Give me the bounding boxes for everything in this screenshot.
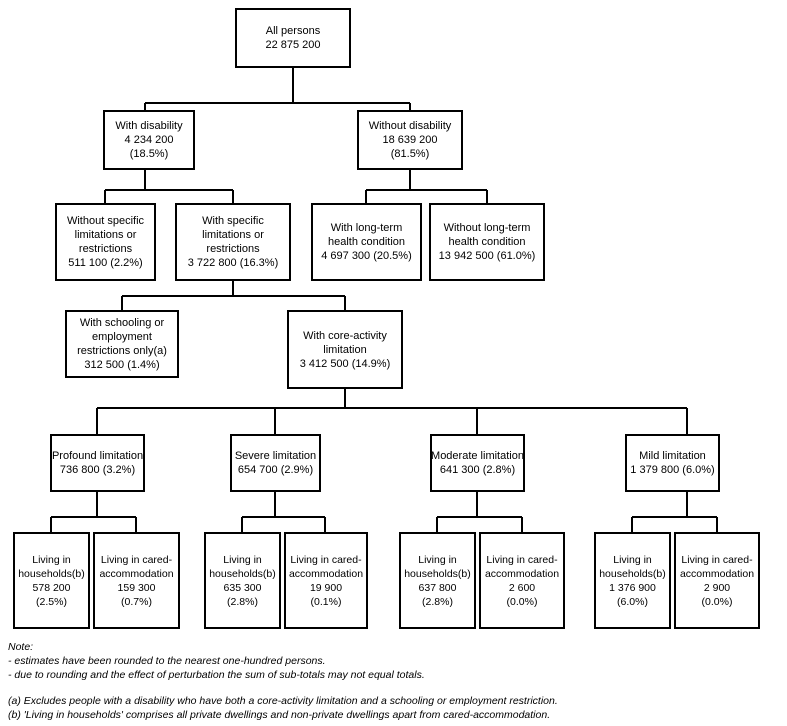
notes-line-2: - due to rounding and the effect of pert… (8, 669, 425, 681)
node-schooling-line1: With schooling or (79, 317, 165, 329)
node-without-disability-label: Without disability (368, 120, 452, 132)
node-profound-value: 736 800 (3.2%) (59, 464, 136, 476)
leaf-count: 637 800 (418, 581, 457, 594)
leaf-line1: Living in (613, 553, 652, 566)
footnote-a: (a) Excludes people with a disability wh… (8, 695, 558, 707)
footnotes-block: (a) Excludes people with a disability wh… (8, 694, 558, 722)
node-with-specific-line1: With specific (202, 215, 264, 227)
leaf-line2: accommodation (484, 567, 560, 580)
leaf-profound-households[interactable]: Living in households(b) 578 200 (2.5%) (13, 532, 90, 629)
node-severe-label: Severe limitation (234, 450, 317, 462)
leaf-percent: (2.8%) (227, 595, 258, 608)
node-without-specific-value: 511 100 (2.2%) (68, 257, 143, 269)
node-without-longterm-value: 13 942 500 (61.0%) (438, 250, 536, 262)
leaf-line1: Living in cared- (100, 553, 173, 566)
leaf-count: 1 376 900 (609, 581, 656, 594)
leaf-line1: Living in cared- (486, 553, 558, 566)
node-with-longterm-value: 4 697 300 (20.5%) (321, 250, 412, 262)
footnote-b: (b) 'Living in households' comprises all… (8, 709, 551, 721)
leaf-percent: (2.8%) (422, 595, 453, 608)
node-schooling-value: 312 500 (1.4%) (84, 359, 160, 371)
leaf-percent: (0.0%) (506, 595, 538, 608)
leaf-count: 159 300 (117, 581, 156, 594)
leaf-percent: (0.7%) (121, 595, 152, 608)
leaf-percent: (2.5%) (36, 595, 67, 608)
node-moderate-value: 641 300 (2.8%) (439, 464, 516, 476)
node-mild-label: Mild limitation (639, 450, 706, 462)
node-coreactivity-value: 3 412 500 (14.9%) (299, 357, 391, 370)
node-moderate-label: Moderate limitation (431, 450, 524, 462)
leaf-moderate-households[interactable]: Living in households(b) 637 800 (2.8%) (399, 532, 476, 629)
node-without-longterm-line2: health condition (448, 236, 526, 248)
node-core-activity-limitation[interactable]: With core-activity limitation 3 412 500 … (287, 310, 403, 389)
leaf-line1: Living in (418, 553, 457, 566)
leaf-moderate-cared-accommodation[interactable]: Living in cared- accommodation 2 600 (0.… (479, 532, 565, 629)
node-without-disability-count: 18 639 200 (382, 134, 438, 146)
leaf-count: 635 300 (223, 581, 262, 594)
node-without-disability-percent: (81.5%) (390, 148, 430, 160)
leaf-line2: accommodation (99, 567, 174, 580)
leaf-line2: accommodation (288, 567, 364, 580)
leaf-mild-cared-accommodation[interactable]: Living in cared- accommodation 2 900 (0.… (674, 532, 760, 629)
leaf-line2: households(b) (404, 567, 471, 580)
leaf-severe-households[interactable]: Living in households(b) 635 300 (2.8%) (204, 532, 281, 629)
node-profound-label: Profound limitation (51, 450, 144, 462)
node-severe-value: 654 700 (2.9%) (237, 464, 314, 476)
leaf-line2: accommodation (679, 567, 755, 580)
node-without-specific-line2: limitations or (74, 229, 137, 241)
node-with-disability-count: 4 234 200 (124, 134, 174, 146)
leaf-line1: Living in (32, 553, 71, 566)
node-mild-limitation[interactable]: Mild limitation 1 379 800 (6.0%) (625, 434, 720, 492)
node-without-long-term-condition[interactable]: Without long-term health condition 13 94… (429, 203, 545, 281)
node-schooling-line2: employment (92, 331, 152, 343)
leaf-mild-households[interactable]: Living in households(b) 1 376 900 (6.0%) (594, 532, 671, 629)
node-with-disability[interactable]: With disability 4 234 200 (18.5%) (103, 110, 195, 170)
node-mild-value: 1 379 800 (6.0%) (630, 464, 715, 476)
leaf-line1: Living in (223, 553, 262, 566)
leaf-line1: Living in cared- (290, 553, 362, 566)
node-all-persons-label: All persons (265, 25, 321, 37)
node-all-persons[interactable]: All persons 22 875 200 (235, 8, 351, 68)
notes-heading: Note: (8, 641, 34, 653)
node-without-specific-line3: restrictions (78, 243, 133, 255)
leaf-count: 2 900 (703, 581, 731, 594)
node-schooling-line3: restrictions only(a) (77, 345, 167, 357)
node-with-longterm-line2: health condition (327, 236, 406, 248)
node-with-disability-label: With disability (115, 120, 183, 132)
leaf-percent: (0.0%) (701, 595, 733, 608)
node-severe-limitation[interactable]: Severe limitation 654 700 (2.9%) (230, 434, 321, 492)
node-all-persons-count: 22 875 200 (265, 39, 321, 51)
node-without-longterm-line1: Without long-term (443, 222, 531, 234)
node-with-disability-percent: (18.5%) (129, 148, 169, 160)
node-without-disability[interactable]: Without disability 18 639 200 (81.5%) (357, 110, 463, 170)
leaf-percent: (0.1%) (310, 595, 342, 608)
node-with-longterm-line1: With long-term (330, 222, 403, 234)
leaf-count: 578 200 (32, 581, 71, 594)
node-with-specific-line3: restrictions (206, 243, 260, 255)
node-schooling-employment-only[interactable]: With schooling or employment restriction… (65, 310, 179, 378)
node-profound-limitation[interactable]: Profound limitation 736 800 (3.2%) (50, 434, 145, 492)
notes-line-1: - estimates have been rounded to the nea… (8, 655, 326, 667)
node-without-specific-limitations[interactable]: Without specific limitations or restrict… (55, 203, 156, 281)
node-with-specific-value: 3 722 800 (16.3%) (187, 257, 279, 269)
leaf-profound-cared-accommodation[interactable]: Living in cared- accommodation 159 300 (… (93, 532, 180, 629)
notes-block: Note: - estimates have been rounded to t… (8, 640, 425, 682)
leaf-line2: households(b) (18, 567, 85, 580)
leaf-severe-cared-accommodation[interactable]: Living in cared- accommodation 19 900 (0… (284, 532, 368, 629)
node-without-specific-line1: Without specific (66, 215, 145, 227)
node-with-specific-line2: limitations or (202, 229, 264, 241)
node-coreactivity-line1: With core-activity (303, 329, 387, 342)
node-coreactivity-line2: limitation (323, 343, 367, 356)
leaf-percent: (6.0%) (617, 595, 648, 608)
node-with-specific-limitations[interactable]: With specific limitations or restriction… (175, 203, 291, 281)
leaf-count: 19 900 (309, 581, 343, 594)
leaf-line1: Living in cared- (681, 553, 753, 566)
node-with-long-term-condition[interactable]: With long-term health condition 4 697 30… (311, 203, 422, 281)
node-moderate-limitation[interactable]: Moderate limitation 641 300 (2.8%) (430, 434, 525, 492)
leaf-line2: households(b) (599, 567, 666, 580)
leaf-line2: households(b) (209, 567, 276, 580)
leaf-count: 2 600 (508, 581, 536, 594)
